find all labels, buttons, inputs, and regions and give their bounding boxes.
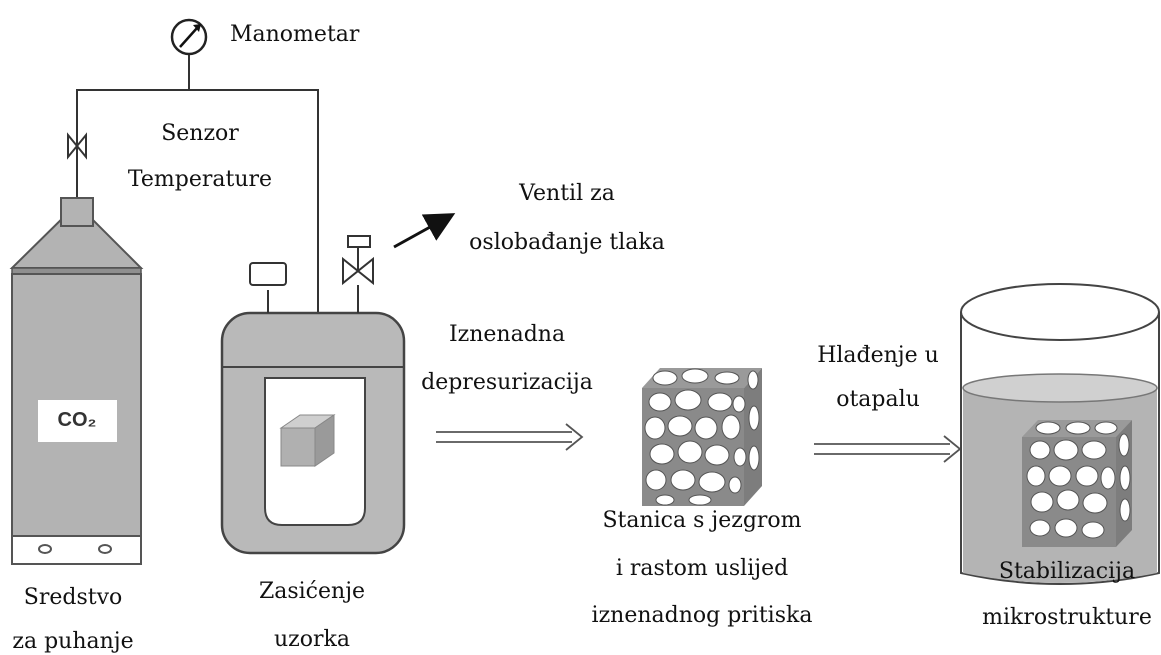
cooling-arrow — [814, 435, 962, 463]
temperature-sensor-icon — [249, 262, 287, 313]
temperature-sensor-label-line1: Senzor — [161, 121, 239, 146]
temperature-sensor-label-line2: Temperature — [127, 167, 273, 192]
stabilization-label-line1: Stabilizacija — [998, 559, 1136, 584]
depressurization-label-line1: Iznenadna — [448, 322, 566, 347]
manometer-label: Manometar — [230, 22, 360, 47]
saturation-label-line1: Zasićenje — [258, 579, 366, 604]
gas-pipe — [76, 55, 319, 312]
relief-valve-pointer-arrow — [393, 213, 456, 249]
co2-tank — [9, 197, 144, 565]
relief-valve-label-line2: oslobađanje tlaka — [469, 230, 665, 255]
co2-label-plate — [38, 400, 117, 442]
relief-valve-label-line1: Ventil za — [519, 181, 615, 206]
blowing-agent-label-line1: Sredstvo — [23, 585, 123, 610]
nucleation-label-line2: i rastom uslijed — [615, 556, 789, 581]
manometer-gauge-icon — [170, 18, 208, 56]
sample-cube-icon — [279, 414, 336, 467]
nucleation-label-line3: iznenadnog pritiska — [591, 603, 813, 628]
tank-gas-label: CO₂ — [57, 409, 97, 431]
stabilization-label-line2: mikrostrukture — [982, 605, 1152, 630]
relief-valve-icon — [342, 235, 374, 313]
saturation-vessel — [220, 235, 406, 555]
stabilized-foam-cube — [1022, 420, 1132, 547]
cooling-beaker — [960, 283, 1160, 585]
saturation-label-line2: uzorka — [274, 627, 350, 652]
blowing-agent-label-line2: za puhanje — [12, 629, 134, 654]
depressurization-label-line2: depresurizacija — [421, 370, 593, 395]
depressurization-arrow — [436, 423, 584, 451]
nucleation-label-line1: Stanica s jezgrom — [602, 508, 802, 533]
cooling-label-line1: Hlađenje u — [817, 343, 939, 368]
cooling-label-line2: otapalu — [836, 387, 920, 412]
nucleated-foam-cube — [642, 368, 762, 506]
pipe-valve-icon — [67, 132, 87, 160]
